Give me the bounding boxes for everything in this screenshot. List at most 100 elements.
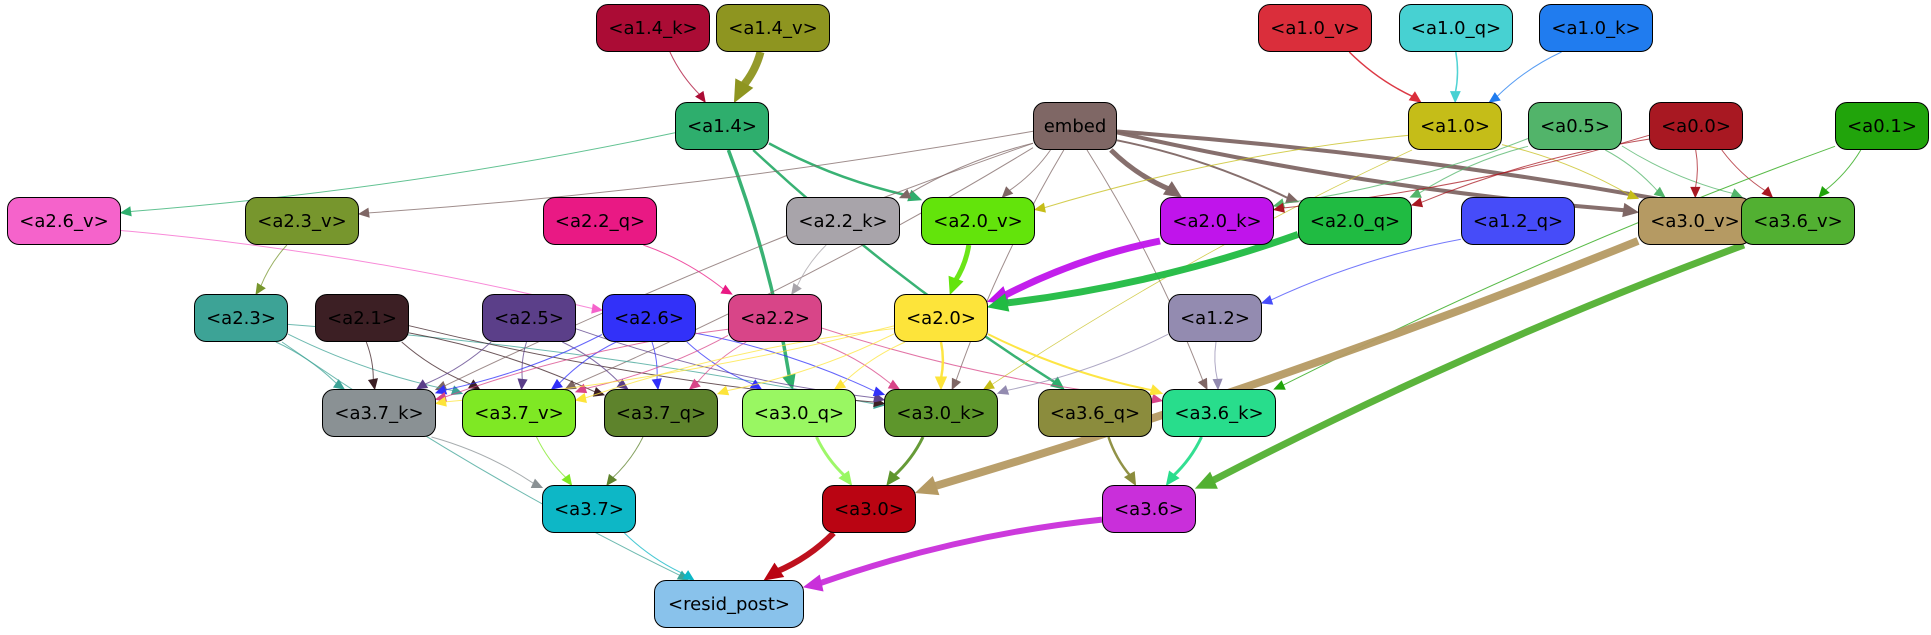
edge-a2_6-to-a3_0_k [695, 332, 886, 397]
node-a2-5: <a2.5> [482, 294, 576, 342]
edge-arrowhead [688, 378, 701, 390]
node-a2-6-v: <a2.6_v> [7, 197, 121, 245]
edge-a2_6-to-a3_7_k [434, 334, 603, 395]
edge-line [1214, 341, 1219, 381]
edge-arrowhead [574, 392, 587, 403]
edge-arrowhead [255, 282, 266, 296]
edge-a2_5-to-a3_7_v [517, 341, 528, 391]
edge-arrowhead [791, 282, 802, 295]
node-a2-2-k: <a2.2_k> [786, 197, 900, 245]
edge-arrowhead [733, 78, 754, 104]
edge-embed-to-a2_0_k [1109, 148, 1183, 198]
edge-a0_0-to-a3_6_v [1721, 149, 1774, 198]
edge-arrowhead [1653, 186, 1666, 198]
edge-arrowhead [763, 562, 785, 581]
node-a3-0-q: <a3.0_q> [742, 389, 856, 437]
edge-line [1824, 149, 1862, 192]
edge-arrowhead [434, 384, 448, 395]
edge-arrowhead [1408, 91, 1422, 103]
edge-embed-to-a2_2_k [898, 142, 1034, 199]
edge-a2_5-to-a3_7_k [415, 341, 492, 390]
edge-line [1171, 436, 1203, 478]
edge-line [367, 130, 1034, 214]
edge-arrowhead [1151, 393, 1164, 404]
edge-arrowhead [434, 396, 447, 407]
edge-arrowhead [951, 377, 962, 391]
edge-a3_7_v-to-a3_7 [536, 436, 573, 486]
edge-line [1501, 144, 1631, 196]
edge-line [686, 341, 755, 386]
edge-line [1116, 129, 1730, 214]
edge-arrowhead [1273, 380, 1286, 390]
edge-line [1694, 149, 1698, 189]
edge-line [907, 142, 1034, 196]
edge-line [1605, 149, 1659, 193]
node-a0-0: <a0.0> [1649, 102, 1743, 150]
edge-arrowhead [914, 476, 940, 496]
edge-line [562, 341, 622, 385]
edge-arrowhead [1001, 186, 1014, 198]
edge-line [408, 332, 597, 393]
node-a2-0-v: <a2.0_v> [921, 197, 1035, 245]
edge-line [752, 149, 1057, 384]
edge-a2_0_v-to-a2_0 [948, 244, 972, 296]
edge-line [643, 244, 725, 291]
edge-line [796, 244, 827, 288]
edge-arrowhead [1260, 295, 1274, 305]
edge-line [611, 436, 644, 479]
edge-a1_2_q-to-a1_2 [1260, 238, 1462, 305]
node-a3-0: <a3.0> [822, 485, 916, 533]
edge-a0_0-to-a3_0_v [1690, 149, 1701, 199]
edge-a3_6_v-to-a3_6 [1194, 241, 1746, 489]
edge-a2_0-to-a3_7_q [716, 333, 895, 396]
edge-a2_6-to-a3_7_v [550, 341, 617, 390]
edge-line [1107, 436, 1132, 477]
edge-arrowhead [119, 206, 132, 217]
edge-a1_0-to-a3_0_k [982, 149, 1413, 390]
edge-arrowhead [517, 378, 528, 391]
edge-line [817, 516, 1103, 587]
edge-line [987, 333, 1154, 392]
edge-line [521, 341, 527, 381]
edge-a1_0_v-to-a1_0 [1348, 51, 1422, 103]
node-a1-2: <a1.2> [1168, 294, 1262, 342]
edge-embed-to-a3_0_k [951, 149, 1065, 391]
edge-a2_0-to-a3_6_k [987, 333, 1164, 396]
edge-arrowhead [948, 275, 964, 296]
edge-line [583, 328, 895, 399]
edge-line [1417, 145, 1529, 195]
edge-line [443, 334, 603, 391]
edge-line [281, 341, 682, 577]
edge-a2_1-to-a3_7_q [408, 332, 606, 397]
edge-a2_2-to-a3_0_k [816, 341, 901, 390]
edge-a2_2-to-a3_7_q [688, 341, 747, 390]
node-a2-3-v: <a2.3_v> [245, 197, 359, 245]
edge-line [695, 341, 747, 385]
node-a1-4: <a1.4> [675, 102, 769, 150]
edge-line [259, 244, 288, 288]
edge-arrowhead [561, 473, 573, 486]
node-a1-4-v: <a1.4_v> [716, 4, 830, 52]
node-a3-0-k: <a3.0_k> [884, 389, 998, 437]
node-a2-1: <a2.1> [315, 294, 409, 342]
edge-a2_3_v-to-a2_3 [255, 244, 288, 296]
node-a3-6-v: <a3.6_v> [1741, 197, 1855, 245]
node-a0-1: <a0.1> [1835, 102, 1929, 150]
edge-a1_4_v-to-a1_4 [733, 50, 765, 104]
edge-line [841, 341, 906, 385]
node-a2-6: <a2.6> [602, 294, 696, 342]
edge-a3_6_q-to-a3_6 [1107, 436, 1137, 487]
edge-arrowhead [564, 379, 577, 390]
edge-a2_1-to-a3_7_k [365, 341, 378, 391]
edge-arrowhead [550, 378, 563, 390]
edge-line [1001, 237, 1161, 300]
edge-arrowhead [802, 574, 824, 592]
edge-arrowhead [1409, 188, 1422, 198]
edge-line [1005, 333, 1169, 392]
edge-line [1209, 241, 1746, 485]
edge-a3_7_k-to-a3_7 [431, 436, 544, 488]
node-resid-post: <resid_post> [654, 580, 804, 628]
edge-arrowhead [1626, 189, 1640, 200]
edge-line [401, 341, 473, 386]
node-a2-2-q: <a2.2_q> [543, 197, 657, 245]
